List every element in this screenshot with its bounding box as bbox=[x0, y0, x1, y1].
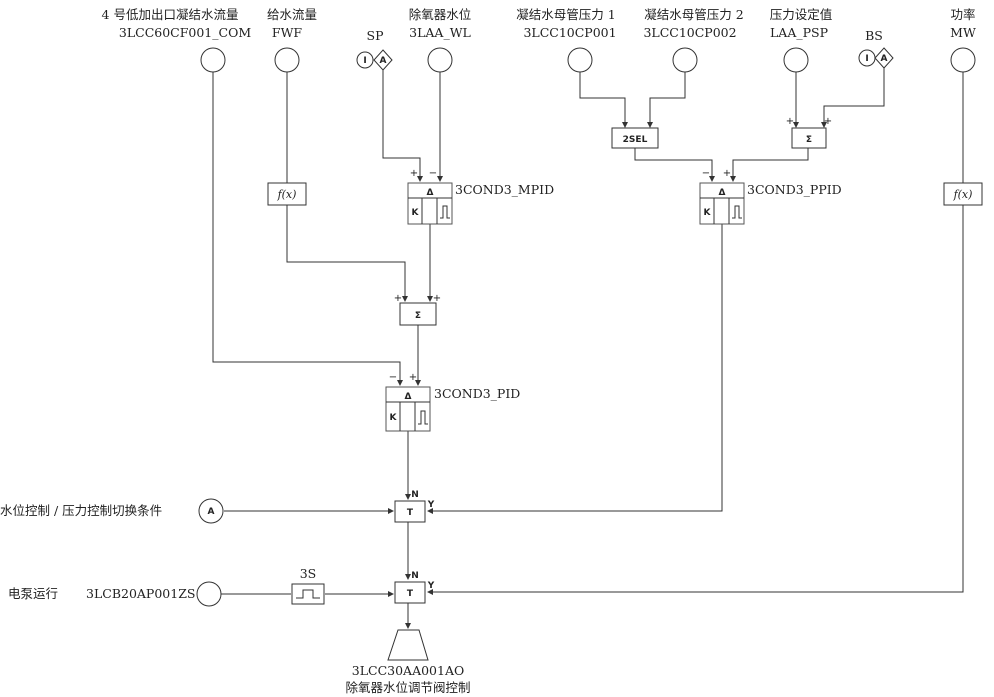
pid-plus: + bbox=[409, 372, 417, 383]
2sel-block bbox=[611, 127, 659, 149]
transfer-block-2 bbox=[394, 581, 426, 604]
header-pressure-2-title: 凝结水母管压力 2 bbox=[644, 7, 743, 22]
pid-block bbox=[385, 386, 431, 432]
pid-minus: − bbox=[389, 372, 397, 383]
output-title: 除氧器水位调节阀控制 bbox=[345, 680, 470, 695]
ppid-k: K bbox=[704, 208, 712, 218]
header-pressure-1-title: 凝结水母管压力 1 bbox=[516, 7, 615, 22]
switch-condition-input bbox=[198, 498, 224, 524]
2sel-label: 2SEL bbox=[623, 135, 648, 145]
valve-output-icon bbox=[387, 629, 429, 661]
feedwater-fx-block bbox=[267, 182, 307, 206]
mpid-plus: + bbox=[410, 168, 418, 179]
mpid-block bbox=[407, 182, 453, 225]
pid-k: K bbox=[390, 413, 398, 423]
mpid-k: K bbox=[412, 208, 420, 218]
header-pressure-1-input bbox=[567, 47, 593, 73]
level-sum-plus-left: + bbox=[394, 293, 402, 304]
power-fx-symbol: f(x) bbox=[953, 188, 973, 201]
ppid-label: 3COND3_PPID bbox=[747, 182, 842, 197]
deaerator-level-input bbox=[427, 47, 453, 73]
pressure-setpoint-tag: LAA_PSP bbox=[770, 25, 828, 40]
header-pressure-2-tag: 3LCC10CP002 bbox=[643, 25, 736, 40]
switch-condition-title: 水位控制 / 压力控制切换条件 bbox=[0, 503, 162, 518]
header-pressure-2-input bbox=[672, 47, 698, 73]
mpid-delta: Δ bbox=[427, 188, 434, 198]
transfer-1-t: T bbox=[407, 508, 414, 518]
pulse-icon bbox=[296, 589, 320, 599]
pressure-setpoint-input bbox=[783, 47, 809, 73]
transfer-1-y: Y bbox=[427, 500, 435, 510]
power-fx-block bbox=[943, 182, 983, 206]
delay-block bbox=[291, 583, 325, 605]
delay-label: 3S bbox=[300, 566, 317, 581]
level-sum-symbol: Σ bbox=[415, 311, 421, 321]
output-tag: 3LCC30AA001AO bbox=[352, 663, 464, 678]
bs-a-symbol: A bbox=[881, 54, 888, 64]
signal-lines bbox=[212, 68, 964, 629]
ppid-block bbox=[699, 182, 745, 225]
ppid-plus: + bbox=[723, 168, 731, 179]
pressure-sum-plus-right: + bbox=[824, 116, 832, 127]
level-sum-block bbox=[399, 302, 437, 326]
feedwater-flow-tag: FWF bbox=[272, 25, 303, 40]
power-input bbox=[950, 47, 976, 73]
ppid-delta: Δ bbox=[719, 188, 726, 198]
pressure-sum-plus-left: + bbox=[786, 116, 794, 127]
transfer-2-n: N bbox=[411, 571, 419, 581]
transfer-block-1 bbox=[394, 500, 426, 523]
pressure-sum-symbol: Σ bbox=[806, 135, 812, 145]
feedwater-fx-symbol: f(x) bbox=[277, 188, 297, 201]
condensate-flow-tag: 3LCC60CF001_COM bbox=[119, 25, 251, 40]
transfer-2-t: T bbox=[407, 589, 414, 599]
sp-a-symbol: A bbox=[380, 56, 387, 66]
ppid-minus: − bbox=[702, 168, 710, 179]
feedwater-flow-title: 给水流量 bbox=[267, 7, 317, 22]
bs-i-symbol: I bbox=[865, 54, 868, 64]
mpid-minus: − bbox=[429, 168, 437, 179]
feedwater-flow-input bbox=[274, 47, 300, 73]
power-tag: MW bbox=[950, 25, 976, 40]
sp-label: SP bbox=[367, 28, 384, 43]
level-sum-plus-right: + bbox=[433, 293, 441, 304]
sp-i-symbol: I bbox=[363, 56, 366, 66]
deaerator-level-tag: 3LAA_WL bbox=[409, 25, 471, 40]
pump-running-title: 电泵运行 bbox=[8, 586, 58, 601]
pressure-sum-block bbox=[791, 127, 827, 149]
pid-delta: Δ bbox=[405, 392, 412, 402]
transfer-1-n: N bbox=[411, 490, 419, 500]
pump-running-input bbox=[196, 581, 222, 607]
header-pressure-1-tag: 3LCC10CP001 bbox=[523, 25, 616, 40]
transfer-2-y: Y bbox=[427, 581, 435, 591]
power-title: 功率 bbox=[950, 7, 975, 22]
deaerator-level-title: 除氧器水位 bbox=[409, 7, 472, 22]
mpid-label: 3COND3_MPID bbox=[455, 182, 554, 197]
bs-label: BS bbox=[865, 28, 883, 43]
switch-condition-a: A bbox=[208, 507, 215, 517]
pressure-setpoint-title: 压力设定值 bbox=[770, 7, 833, 22]
pump-running-tag: 3LCB20AP001ZS bbox=[86, 586, 195, 601]
condensate-flow-title: 4 号低加出口凝结水流量 bbox=[102, 7, 239, 22]
pid-label: 3COND3_PID bbox=[434, 386, 520, 401]
condensate-flow-input bbox=[200, 47, 226, 73]
sp-i-circle bbox=[356, 51, 374, 69]
